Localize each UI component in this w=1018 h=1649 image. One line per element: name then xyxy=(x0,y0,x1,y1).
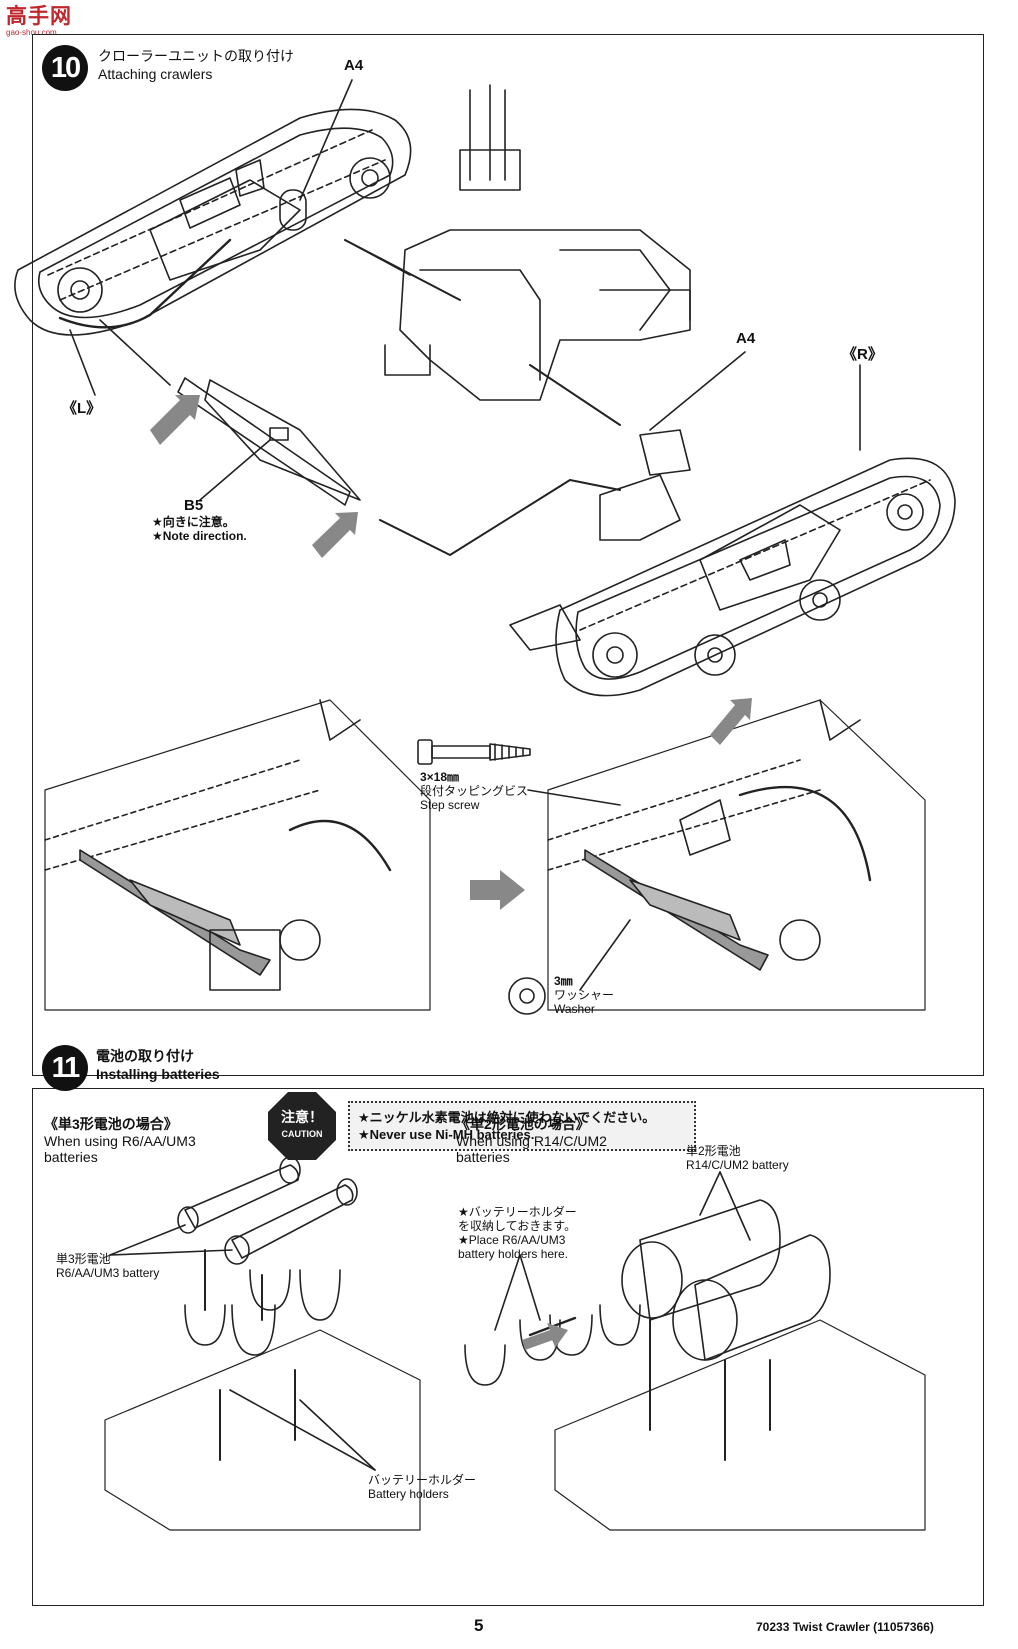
screw-name-ja: 段付タッピングビス xyxy=(420,784,529,798)
note-direction-ja: ★向きに注意。 xyxy=(152,515,235,529)
coupler-b5-drawing xyxy=(99,319,621,556)
screw-name-en: Step screw xyxy=(420,798,480,812)
left-side-label: 《L》 xyxy=(62,400,102,417)
part-label-a4-right: A4 xyxy=(736,330,756,347)
c-heading-en-1: When using R14/C/UM2 xyxy=(456,1133,607,1149)
step-10-title-ja: クローラーユニットの取り付け xyxy=(98,48,294,64)
caution-badge-ja: 注意！ xyxy=(281,1109,323,1125)
washer-name-en: Washer xyxy=(554,1002,595,1016)
page-number: 5 xyxy=(474,1616,484,1635)
washer-drawing xyxy=(508,919,631,1015)
c-heading-ja: 《単2形電池の場合》 xyxy=(456,1116,590,1132)
caution-message-box: ★ニッケル水素電池は絶対に使わないでください。 ★Never use Ni-MH… xyxy=(348,1101,696,1151)
c-battery-label-ja: 単2形電池 xyxy=(686,1144,741,1158)
caution-badge-shape xyxy=(268,1092,336,1160)
washer-size: 3㎜ xyxy=(554,974,573,988)
right-crawler-drawing xyxy=(509,429,956,697)
step-10-panel xyxy=(32,34,984,1076)
battery-holders-label-en: Battery holders xyxy=(368,1487,449,1501)
aa-battery-label-ja: 単3形電池 xyxy=(56,1252,111,1266)
left-crawler-drawing xyxy=(14,108,412,336)
caution-badge-en: CAUTION xyxy=(281,1129,323,1139)
step-11-title-en: Installing batteries xyxy=(96,1066,220,1082)
place-holders-en-1: ★Place R6/AA/UM3 xyxy=(458,1233,566,1247)
direction-arrows xyxy=(150,395,752,1350)
place-holders-en-2: battery holders here. xyxy=(458,1247,569,1261)
battery-holders-label-ja: バッテリーホルダー xyxy=(368,1473,477,1487)
c-battery-label-en: R14/C/UM2 battery xyxy=(686,1158,789,1172)
washer-name-ja: ワッシャー xyxy=(554,988,615,1002)
watermark-logo-text: 高手网 xyxy=(6,5,72,28)
step-11-panel xyxy=(32,1088,984,1606)
note-direction-en: ★Note direction. xyxy=(152,529,247,543)
part-label-a4-top: A4 xyxy=(344,57,364,74)
place-holders-ja-2: を収納しておきます。 xyxy=(458,1219,577,1233)
right-side-label: 《R》 xyxy=(842,346,883,363)
aa-heading-en-1: When using R6/AA/UM3 xyxy=(44,1133,196,1149)
caution-line-ja: ★ニッケル水素電池は絶対に使わないでください。 xyxy=(358,1110,656,1125)
c-batteries-drawing xyxy=(464,1199,926,1531)
chassis-gearbox-drawing xyxy=(344,84,691,426)
step-11-title-ja: 電池の取り付け xyxy=(96,1048,194,1064)
step-10-title-en: Attaching crawlers xyxy=(98,66,213,82)
detail-view-right-drawing xyxy=(547,699,926,1011)
c-heading-en-2: batteries xyxy=(456,1149,510,1165)
site-watermark: 高手网 gao-shou.com xyxy=(6,5,72,38)
aa-heading-en-2: batteries xyxy=(44,1149,98,1165)
screw-size: 3×18㎜ xyxy=(420,770,460,784)
place-holders-ja-1: ★バッテリーホルダー xyxy=(458,1205,577,1219)
part-label-b5: B5 xyxy=(184,497,204,514)
watermark-url: gao-shou.com xyxy=(6,28,57,37)
step-11-number: 11 xyxy=(42,1045,88,1091)
step-screw-drawing xyxy=(417,739,621,806)
detail-view-left-drawing xyxy=(44,699,431,1011)
aa-batteries-drawing xyxy=(104,1156,421,1531)
step-10-number: 10 xyxy=(42,45,88,91)
aa-heading-ja: 《単3形電池の場合》 xyxy=(44,1116,178,1132)
aa-battery-label-en: R6/AA/UM3 battery xyxy=(56,1266,160,1280)
product-footer: 70233 Twist Crawler (11057366) xyxy=(756,1620,934,1634)
caution-line-en: ★Never use Ni-MH batteries. xyxy=(358,1127,535,1142)
